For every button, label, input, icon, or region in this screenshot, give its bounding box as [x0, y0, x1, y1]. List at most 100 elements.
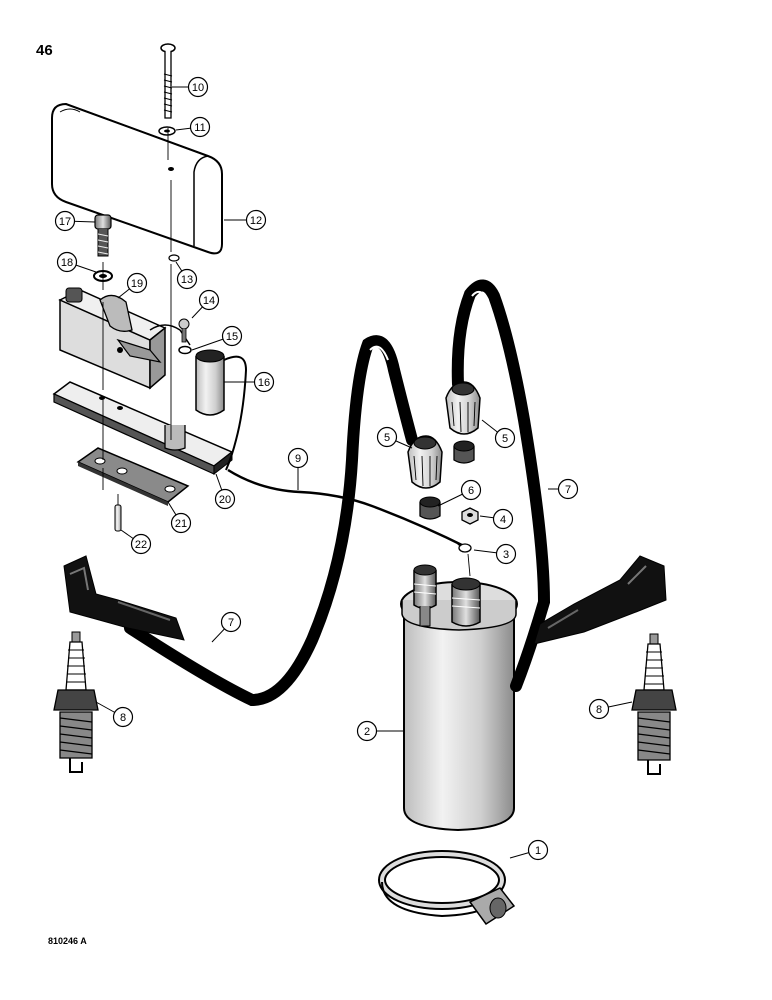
- callout-number: 1: [535, 845, 541, 857]
- plug-cap-right: [533, 555, 667, 645]
- callout-number: 10: [192, 82, 204, 94]
- terminal-washer-part: [458, 543, 472, 553]
- callout-bubble: [214, 488, 236, 510]
- gasket-part: [76, 447, 190, 506]
- ignition-coil-part: [400, 564, 518, 832]
- callout-19: 19: [117, 272, 148, 299]
- callout-bubble: [221, 325, 243, 347]
- boot-part: [445, 381, 481, 435]
- callout-6: 6: [437, 479, 482, 507]
- callout-7: 7: [211, 611, 242, 643]
- callout-bubble: [198, 289, 220, 311]
- callout-2: 2: [356, 720, 404, 742]
- callout-22: 22: [120, 529, 152, 555]
- ht-lead-left: [124, 335, 418, 707]
- callout-bubble: [176, 268, 198, 290]
- callout-12: 12: [224, 209, 267, 231]
- callout-number: 20: [219, 494, 231, 506]
- callout-bubble: [126, 272, 148, 294]
- callout-17: 17: [54, 210, 96, 232]
- hose-clamp-part: [378, 850, 516, 926]
- base-plate-part: [52, 381, 234, 476]
- callout-number: 21: [175, 518, 187, 530]
- callout-number: 7: [565, 484, 571, 496]
- plug-cap-left: [63, 555, 185, 641]
- callout-13: 13: [175, 261, 198, 290]
- callout-number: 14: [203, 295, 215, 307]
- callout-bubble: [356, 720, 378, 742]
- callout-21: 21: [167, 501, 192, 534]
- callout-bubble: [54, 210, 76, 232]
- callout-bubble: [492, 508, 514, 530]
- callout-bubble: [170, 512, 192, 534]
- callout-number: 9: [295, 453, 301, 465]
- spark-plug-left: [53, 631, 99, 773]
- grommet-part: [419, 496, 441, 520]
- callout-number: 5: [502, 433, 508, 445]
- callout-bubble: [187, 76, 209, 98]
- callout-bubble: [557, 478, 579, 500]
- callout-bubble: [253, 371, 275, 393]
- callout-bubble: [245, 209, 267, 231]
- callout-number: 18: [61, 257, 73, 269]
- callout-number: 19: [131, 278, 143, 290]
- cap-screw-part: [94, 214, 112, 257]
- callout-number: 22: [135, 539, 147, 551]
- callout-number: 3: [503, 549, 509, 561]
- callout-bubble: [588, 698, 610, 720]
- hex-nut-part: [461, 507, 479, 525]
- callout-number: 16: [258, 377, 270, 389]
- callout-14: 14: [191, 289, 220, 319]
- callout-number: 4: [500, 514, 506, 526]
- callout-number: 7: [228, 617, 234, 629]
- figure-code: 810246 A: [48, 936, 87, 946]
- callout-bubble: [376, 426, 398, 448]
- callout-8: 8: [95, 701, 134, 728]
- callout-bubble: [189, 116, 211, 138]
- boot-part: [407, 435, 443, 489]
- callout-20: 20: [214, 473, 236, 510]
- callout-bubble: [460, 479, 482, 501]
- callout-11: 11: [175, 116, 211, 138]
- grommet-part: [453, 440, 475, 464]
- ht-lead-right: [451, 279, 551, 692]
- callout-bubble: [112, 706, 134, 728]
- callout-10: 10: [172, 76, 209, 98]
- page-number: 46: [36, 42, 53, 59]
- callout-3: 3: [473, 543, 517, 565]
- callout-18: 18: [56, 251, 97, 273]
- callout-bubble: [527, 839, 549, 861]
- callout-bubble: [494, 427, 516, 449]
- callout-number: 17: [59, 216, 71, 228]
- washer-part: [158, 126, 176, 136]
- callout-16: 16: [224, 371, 275, 393]
- cover-part: [51, 102, 223, 255]
- callout-number: 15: [226, 331, 238, 343]
- callout-number: 6: [468, 485, 474, 497]
- callout-4: 4: [479, 508, 514, 530]
- callout-9: 9: [287, 447, 309, 490]
- sleeve-washer-part: [168, 254, 180, 262]
- callout-5: 5: [376, 426, 413, 449]
- callout-number: 13: [181, 274, 193, 286]
- pin-part: [114, 504, 122, 532]
- callout-5: 5: [481, 419, 516, 449]
- callout-8: 8: [588, 698, 633, 720]
- callout-number: 12: [250, 215, 262, 227]
- callout-number: 8: [120, 712, 126, 724]
- callout-number: 8: [596, 704, 602, 716]
- callout-15: 15: [191, 325, 243, 351]
- callout-bubble: [130, 533, 152, 555]
- callout-bubble: [287, 447, 309, 469]
- screw-part: [160, 43, 176, 119]
- callout-number: 11: [194, 122, 205, 134]
- assembly-lines: [102, 128, 471, 577]
- callout-number: 5: [384, 432, 390, 444]
- callout-bubble: [220, 611, 242, 633]
- callout-bubble: [495, 543, 517, 565]
- callout-7: 7: [548, 478, 579, 500]
- callout-number: 2: [364, 726, 370, 738]
- callout-1: 1: [509, 839, 549, 861]
